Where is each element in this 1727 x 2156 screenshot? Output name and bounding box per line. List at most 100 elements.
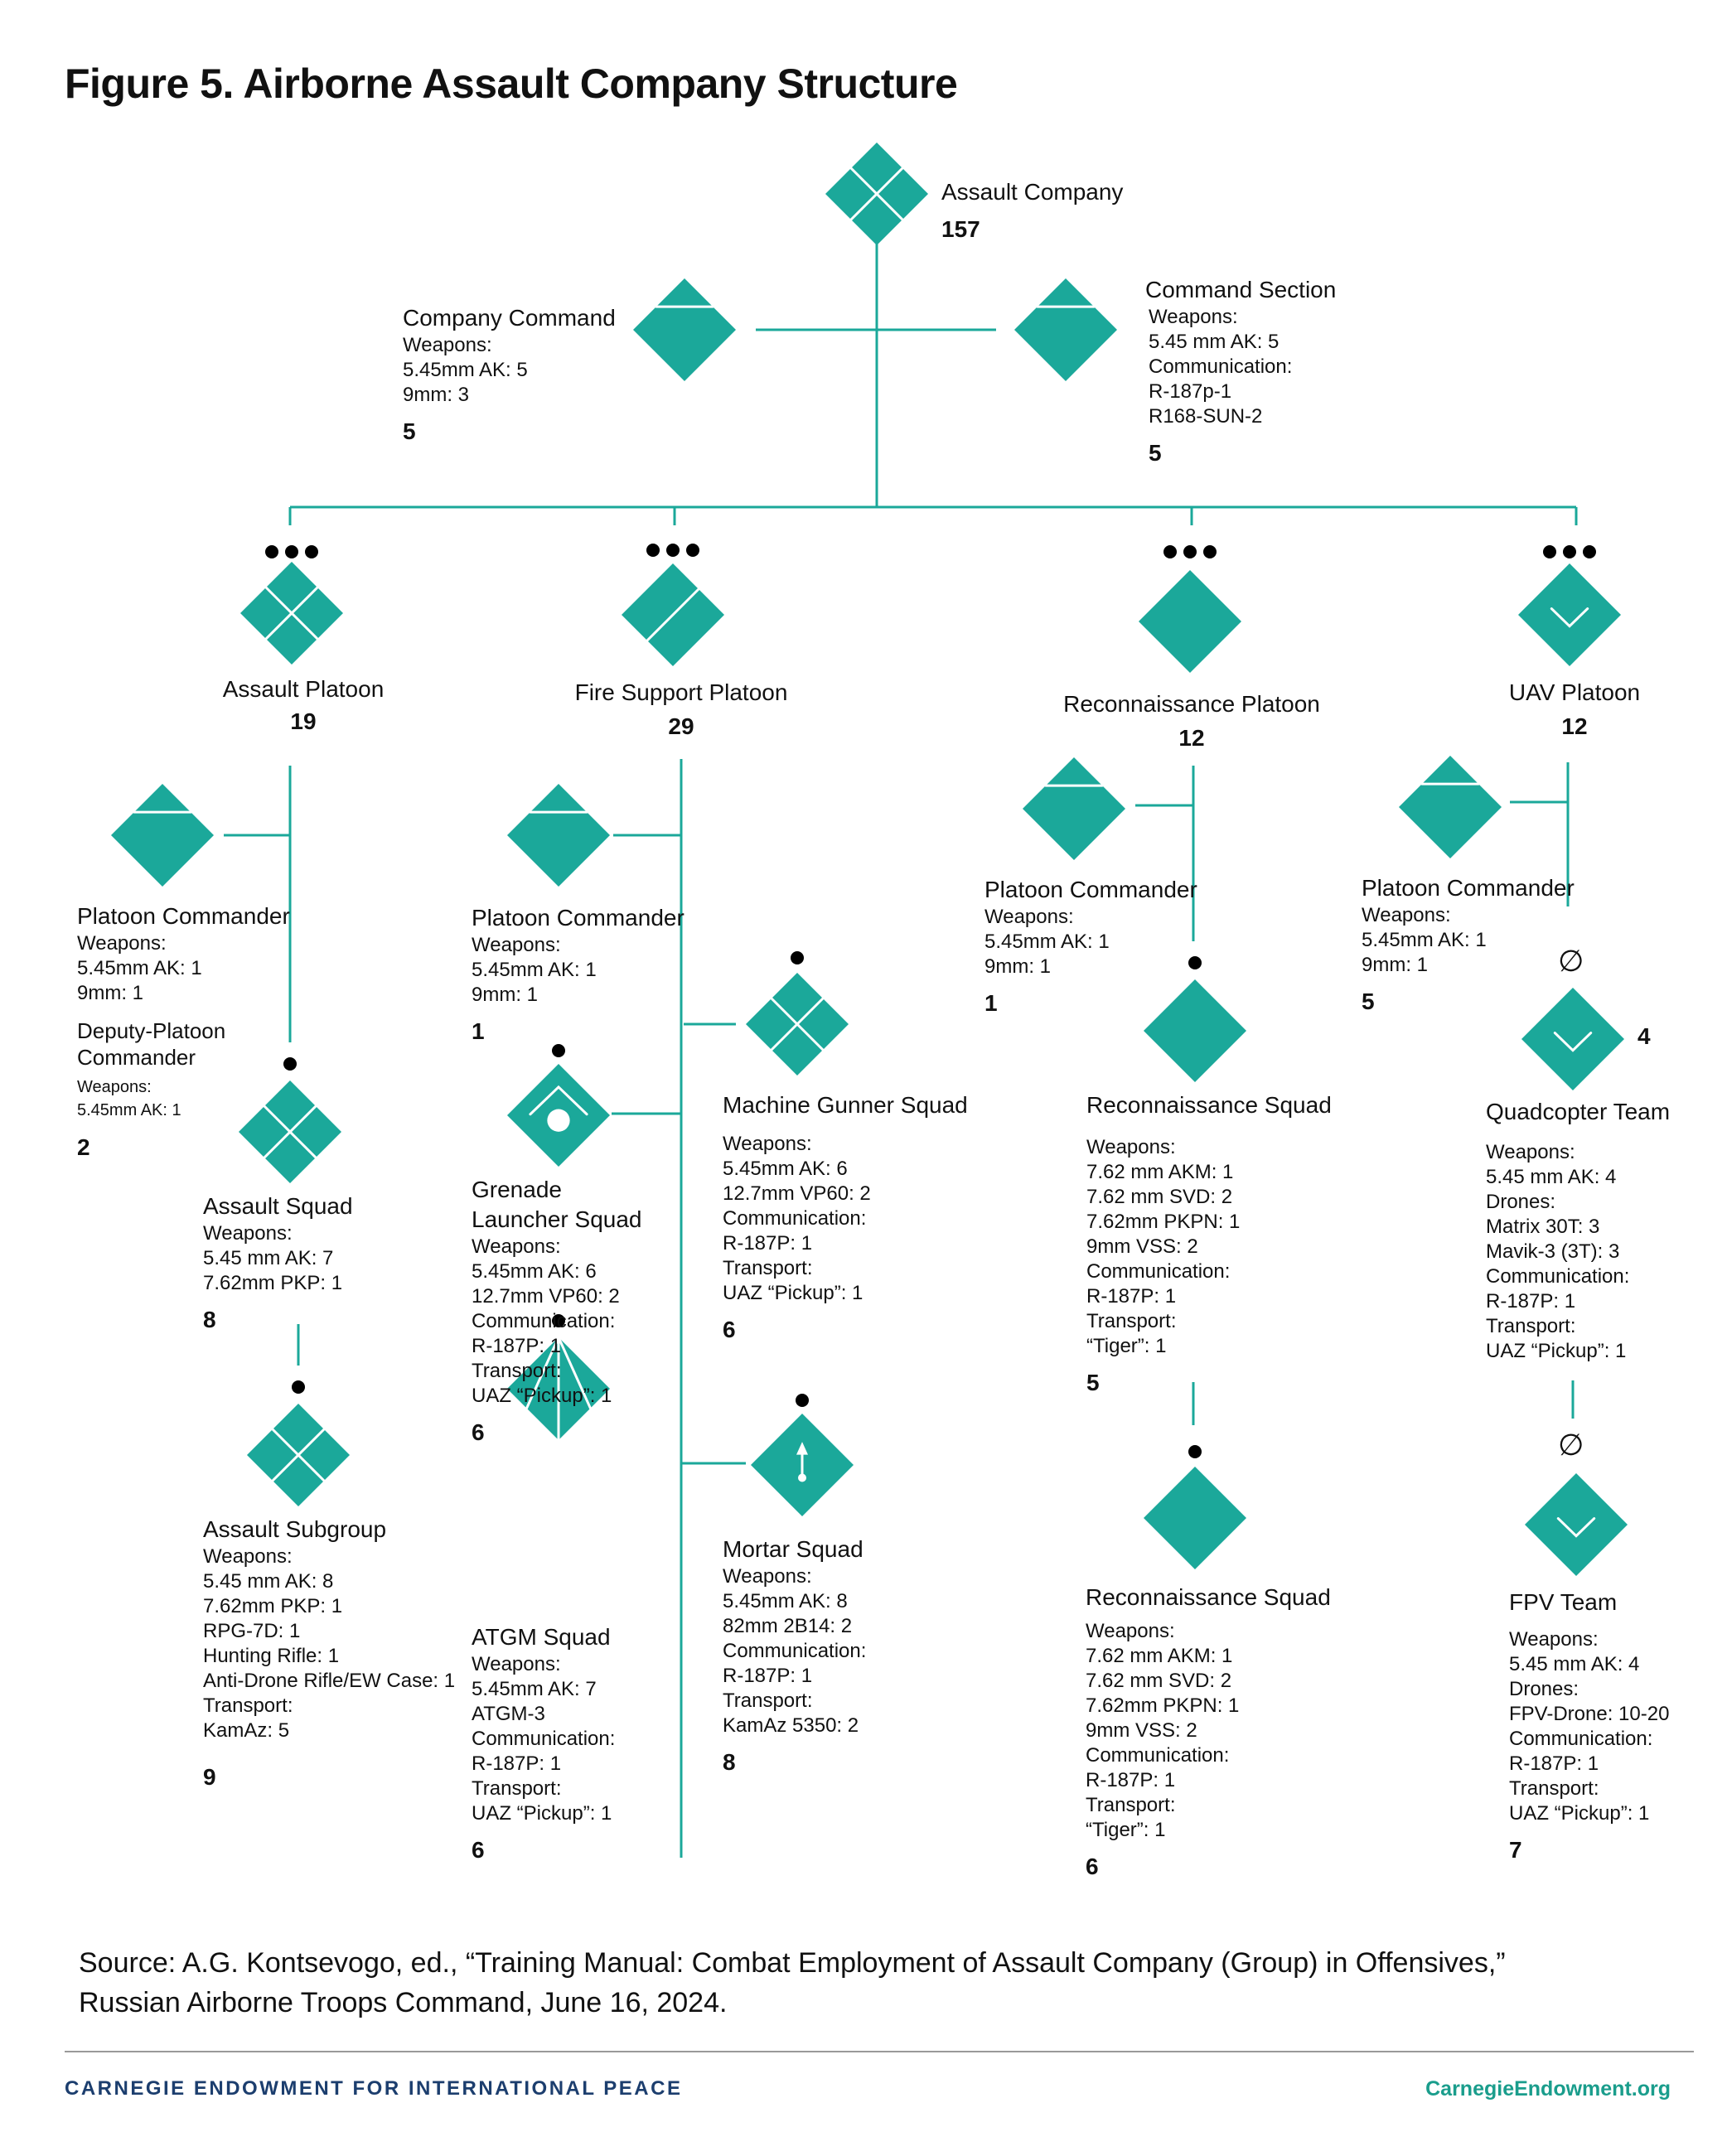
- quadcopter-count: 4: [1638, 1022, 1651, 1051]
- team-symbol-icon: ∅: [1558, 944, 1584, 978]
- detail-line: 9mm: 1: [77, 982, 144, 1004]
- detail-line: Communication:: [1486, 1265, 1630, 1288]
- detail-line: 7.62 mm SVD: 2: [1086, 1670, 1232, 1692]
- detail-line: 9mm: 1: [472, 984, 539, 1006]
- detail-line: Weapons:: [723, 1565, 812, 1588]
- node-name: Platoon Commander: [77, 903, 290, 929]
- detail-line: R-187P: 1: [472, 1752, 562, 1775]
- recon-squad-diamond-icon: [1144, 1467, 1246, 1569]
- echelon-dot-icon: [791, 951, 804, 964]
- detail-line: Weapons:: [1149, 306, 1238, 328]
- detail-line: Transport:: [723, 1690, 813, 1712]
- node-recon-platoon: Reconnaissance Platoon 12: [1063, 689, 1320, 752]
- node-fs-commander: Platoon Commander Weapons: 5.45mm AK: 1 …: [472, 903, 685, 1046]
- detail-line: 7.62mm PKPN: 1: [1086, 1211, 1241, 1233]
- detail-line: R-187P: 1: [1509, 1752, 1599, 1775]
- node-name: Company Command: [403, 305, 616, 331]
- detail-line: 7.62 mm AKM: 1: [1086, 1645, 1233, 1667]
- detail-line: Communication:: [472, 1728, 616, 1750]
- detail-line: Weapons:: [984, 906, 1074, 928]
- source-note: Source: A.G. Kontsevogo, ed., “Training …: [79, 1943, 1506, 2023]
- company-command-hline-icon: [633, 278, 736, 381]
- node-details: Weapons: 5.45mm AK: 1 9mm: 1: [984, 905, 1197, 979]
- node-count: 157: [941, 216, 980, 242]
- node-name: Platoon Commander: [1362, 875, 1575, 901]
- atgm-icon: [507, 1334, 610, 1442]
- figure-title: Figure 5. Airborne Assault Company Struc…: [65, 60, 958, 107]
- diamond-shape: [1144, 979, 1246, 1082]
- node-count: 1: [984, 990, 998, 1016]
- detail-line: Transport:: [203, 1694, 293, 1717]
- x-mark: [271, 1428, 326, 1482]
- detail-line: Communication:: [472, 1310, 616, 1332]
- detail-line: Weapons:: [472, 1235, 561, 1258]
- echelon-dot-icon: [686, 544, 699, 557]
- assault-subgroup-x-icon: [247, 1404, 350, 1506]
- node-count: 19: [290, 708, 317, 734]
- node-details: Weapons: 5.45mm AK: 8 82mm 2B14: 2 Commu…: [723, 1564, 866, 1738]
- node-grenade-squad: Grenade Launcher Squad Weapons: 5.45mm A…: [472, 1175, 642, 1447]
- echelon-dot-icon: [285, 545, 298, 558]
- detail-line: “Tiger”: 1: [1086, 1819, 1166, 1841]
- detail-line: 9mm VSS: 2: [1086, 1719, 1197, 1742]
- node-details: Weapons: 5.45mm AK: 1 9mm: 1: [77, 931, 290, 1006]
- detail-line: Drones:: [1486, 1191, 1556, 1213]
- node-count: 5: [1149, 440, 1162, 466]
- detail-line: Weapons:: [1362, 904, 1451, 926]
- echelon-dot-icon: [552, 1314, 565, 1327]
- node-assault-company: Assault Company 157: [941, 177, 1123, 244]
- team-symbol-icon: ∅: [1558, 1428, 1584, 1462]
- x-mark: [264, 586, 319, 641]
- node-fire-support-platoon: Fire Support Platoon 29: [575, 678, 788, 741]
- node-details: Weapons: 5.45mm AK: 1 9mm: 1: [1362, 903, 1575, 978]
- detail-line: Weapons:: [203, 1222, 293, 1245]
- detail-line: R-187p-1: [1149, 380, 1232, 403]
- detail-line: 5.45mm AK: 8: [723, 1590, 848, 1612]
- node-count: 4: [1638, 1023, 1651, 1049]
- detail-line: FPV-Drone: 10-20: [1509, 1703, 1670, 1725]
- node-mg-squad: Machine Gunner Squad Weapons: 5.45mm AK:…: [723, 1090, 968, 1344]
- deputy-details: Weapons: 5.45mm AK: 1: [77, 1076, 290, 1122]
- detail-line: 5.45mm AK: 7: [472, 1678, 597, 1700]
- node-rp-commander: Platoon Commander Weapons: 5.45mm AK: 1 …: [984, 875, 1197, 1018]
- detail-line: “Tiger”: 1: [1086, 1335, 1167, 1357]
- mortar-arrow: [796, 1442, 808, 1455]
- node-name: Command Section: [1145, 277, 1337, 302]
- diamond-shape: [1144, 1467, 1246, 1569]
- node-assault-platoon: Assault Platoon 19: [223, 674, 385, 736]
- machine-gunner-x-icon: [746, 973, 849, 1076]
- footer-website-link[interactable]: CarnegieEndowment.org: [1425, 2077, 1671, 2100]
- node-details: Weapons: 5.45 mm AK: 5 Communication: R-…: [1149, 305, 1336, 429]
- node-details: Weapons: 7.62 mm AKM: 1 7.62 mm SVD: 2 7…: [1086, 1619, 1331, 1843]
- node-company-command: Company Command Weapons: 5.45mm AK: 5 9m…: [403, 303, 616, 446]
- detail-line: Transport:: [472, 1777, 562, 1800]
- node-name: Machine Gunner Squad: [723, 1092, 968, 1118]
- footer-divider: [65, 2051, 1694, 2052]
- echelon-dot-icon: [1203, 545, 1217, 558]
- detail-line: 5.45 mm AK: 4: [1486, 1166, 1617, 1188]
- node-name: Reconnaissance Squad: [1086, 1092, 1332, 1118]
- quadcopter-chevron-icon: [1521, 988, 1624, 1090]
- node-quadcopter-team: Quadcopter Team Weapons: 5.45 mm AK: 4 D…: [1486, 1097, 1670, 1364]
- detail-line: R168-SUN-2: [1149, 405, 1263, 428]
- detail-line: RPG-7D: 1: [203, 1620, 301, 1642]
- chevron-mark: [1553, 1032, 1593, 1052]
- detail-line: UAZ “Pickup”: 1: [472, 1802, 612, 1825]
- detail-line: Weapons:: [403, 334, 492, 356]
- diamond-shape: [1399, 756, 1502, 858]
- echelon-dot-icon: [265, 545, 278, 558]
- grenade-arc: [529, 1085, 588, 1116]
- echelon-dot-icon: [1188, 1445, 1202, 1458]
- detail-line: 5.45 mm AK: 5: [1149, 331, 1280, 353]
- node-name: FPV Team: [1509, 1589, 1618, 1615]
- uav-platoon-chevron-icon: [1518, 563, 1621, 666]
- echelon-dot-icon: [646, 544, 660, 557]
- node-recon-squad-2: Reconnaissance Squad Weapons: 7.62 mm AK…: [1086, 1583, 1331, 1881]
- detail-line: 5.45mm AK: 6: [723, 1158, 848, 1180]
- recon-platoon-diamond-icon: [1139, 570, 1241, 673]
- commander-hline-icon: [1399, 756, 1502, 858]
- detail-line: 5.45mm AK: 1: [77, 1101, 181, 1119]
- detail-line: 9mm: 1: [1362, 954, 1429, 976]
- detail-line: Transport:: [472, 1360, 562, 1382]
- node-count: 7: [1509, 1837, 1522, 1863]
